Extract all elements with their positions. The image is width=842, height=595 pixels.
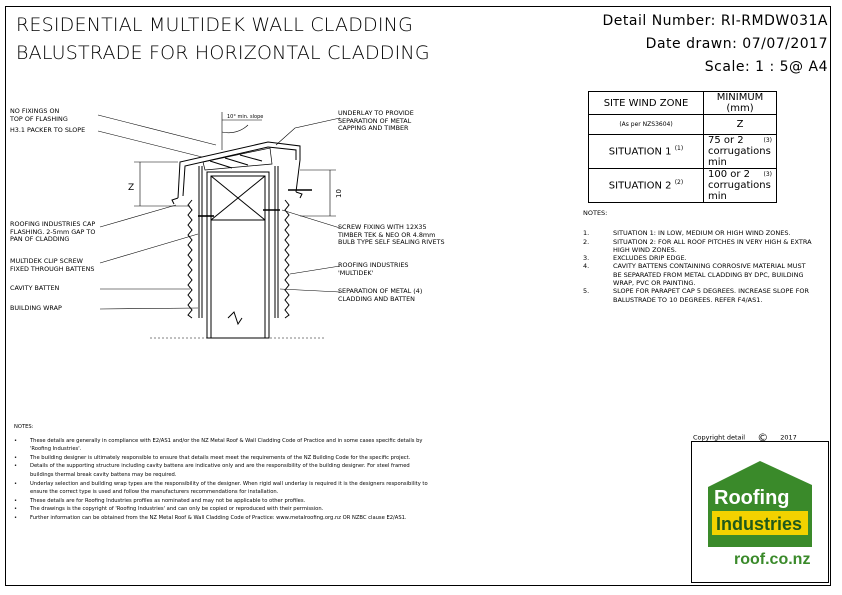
min-slope-label: 10° min. slope <box>227 114 263 120</box>
list-item: 4.CAVITY BATTENS CONTAINING CORROSIVE MA… <box>583 262 806 288</box>
list-item: 3.EXCLUDES DRIP EDGE. <box>583 254 687 263</box>
callout-cavity-batten: CAVITY BATTEN <box>10 284 60 292</box>
copyright-line: Copyright detail © 2017 <box>693 431 797 444</box>
callout-separation: SEPARATION OF METAL (4)CLADDING AND BATT… <box>338 287 423 303</box>
logo-word-industries: Industries <box>716 514 802 534</box>
wind-table-sub-z: Z <box>703 114 777 135</box>
list-item: •These details are for Roofing Industrie… <box>14 497 306 504</box>
wind-table-header-zone: SITE WIND ZONE <box>588 91 704 115</box>
notes-bottom-heading: NOTES: <box>14 424 34 430</box>
drawing-scale: Scale: 1 : 5@ A4 <box>704 59 828 75</box>
list-item: •These details are generally in complian… <box>14 437 423 453</box>
drawing-title-line1: RESIDENTIAL MULTIDEK WALL CLADDING <box>16 14 414 36</box>
dim-10-right: 10 <box>335 189 343 198</box>
logo-box <box>691 441 829 583</box>
notes-right: NOTES: 1.SITUATION 1: IN LOW, MEDIUM OR … <box>583 209 813 304</box>
date-drawn: Date drawn: 07/07/2017 <box>645 36 828 52</box>
notes-bottom: NOTES: •These details are generally in c… <box>14 423 434 523</box>
dim-z-left: Z <box>128 183 134 193</box>
logo-website: roof.co.nz <box>734 551 811 568</box>
wind-table-row: SITUATION 2 (2) 100 or 2 (3) corrugation… <box>588 168 777 203</box>
list-item: 2.SITUATION 2: FOR ALL ROOF PITCHES IN V… <box>583 237 812 254</box>
wind-table-row: SITUATION 1 (1) 75 or 2 (3) corrugations… <box>588 134 777 169</box>
callout-multidek: ROOFING INDUSTRIES'MULTIDEK' <box>338 261 409 277</box>
list-item: 1.SITUATION 1: IN LOW, MEDIUM OR HIGH WI… <box>583 229 791 238</box>
callout-building-wrap: BUILDING WRAP <box>10 304 62 312</box>
copyright-icon: © <box>757 431 769 444</box>
detail-number: Detail Number: RI-RMDW031A <box>602 13 828 29</box>
list-item: •Details of the supporting structure inc… <box>14 463 410 478</box>
list-item: •Underlay selection and building wrap ty… <box>14 480 428 496</box>
roofing-industries-logo: Roofing Industries <box>708 461 812 547</box>
list-item: •The building designer is ultimately res… <box>14 454 411 461</box>
logo-word-roofing: Roofing <box>714 487 790 509</box>
notes-right-heading: NOTES: <box>583 209 608 217</box>
wind-table-sub-zone: (As per NZS3604) <box>588 114 704 135</box>
list-item: •Further information can be obtained fro… <box>14 514 407 521</box>
drawing-frame <box>5 6 831 586</box>
list-item: •The drawings is the copyright of 'Roofi… <box>14 506 324 513</box>
list-item: 5.SLOPE FOR PARAPET CAP 5 DEGREES. INCRE… <box>583 287 809 304</box>
wind-zone-table: SITE WIND ZONE MINIMUM (mm) (As per NZS3… <box>588 91 777 203</box>
drawing-title-line2: BALUSTRADE FOR HORIZONTAL CLADDING <box>16 42 430 64</box>
callout-packer: H3.1 PACKER TO SLOPE <box>10 126 86 134</box>
wind-table-header-min: MINIMUM (mm) <box>703 91 777 115</box>
